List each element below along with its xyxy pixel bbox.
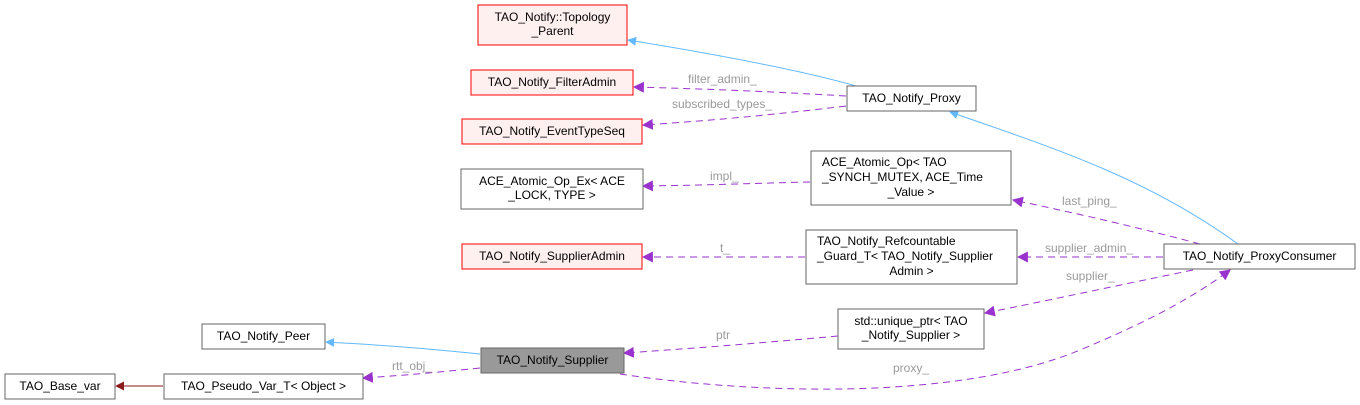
node-label: _LOCK, TYPE > bbox=[507, 188, 596, 202]
node-base-var[interactable]: TAO_Base_var bbox=[4, 373, 116, 400]
node-label: ACE_Atomic_Op< TAO bbox=[822, 155, 947, 169]
node-event-type-seq[interactable]: TAO_Notify_EventTypeSeq bbox=[461, 118, 643, 145]
edge-label-t: t_ bbox=[720, 241, 730, 255]
node-label: TAO_Notify_EventTypeSeq bbox=[479, 124, 625, 138]
edge-consumer-atomicop bbox=[1011, 196, 1201, 245]
node-label: _Value > bbox=[887, 185, 935, 199]
node-label: TAO_Pseudo_Var_T< Object > bbox=[181, 379, 346, 393]
node-label: _Parent bbox=[530, 24, 574, 38]
node-unique-ptr[interactable]: std::unique_ptr< TAO _Notify_Supplier > bbox=[837, 308, 985, 350]
node-label: TAO_Notify_FilterAdmin bbox=[488, 75, 616, 89]
edge-label-proxy: proxy_ bbox=[893, 361, 929, 375]
node-label: TAO_Base_var bbox=[19, 379, 100, 393]
node-label: TAO_Notify_SupplierAdmin bbox=[479, 249, 625, 263]
node-proxy-consumer[interactable]: TAO_Notify_ProxyConsumer bbox=[1163, 243, 1356, 270]
edge-label-supplier-admin: supplier_admin_ bbox=[1045, 241, 1133, 255]
edge-label-subscribed-types: subscribed_types_ bbox=[672, 97, 772, 111]
node-label: TAO_Notify::Topology bbox=[495, 10, 611, 24]
node-label: TAO_Notify_Proxy bbox=[862, 91, 960, 105]
node-supplier-admin[interactable]: TAO_Notify_SupplierAdmin bbox=[461, 243, 643, 270]
node-label: _SYNCH_MUTEX, ACE_Time bbox=[821, 170, 983, 184]
edge-uniqueptr-supplier bbox=[622, 335, 839, 358]
edge-proxy-eventtypeseq bbox=[641, 105, 847, 130]
node-label: TAO_Notify_Refcountable bbox=[817, 234, 956, 248]
node-supplier[interactable]: TAO_Notify_Supplier bbox=[480, 347, 625, 374]
edges: filter_admin_ subscribed_types_ impl_ la… bbox=[115, 36, 1239, 391]
edge-atomicop-atomicopex bbox=[641, 180, 811, 192]
edge-label-last-ping: last_ping_ bbox=[1062, 194, 1117, 208]
node-label: std::unique_ptr< TAO bbox=[854, 314, 967, 328]
edge-consumer-proxy bbox=[949, 110, 1239, 245]
node-label: TAO_Notify_Peer bbox=[217, 329, 310, 343]
node-label: Admin > bbox=[889, 264, 933, 278]
node-label: TAO_Notify_Supplier bbox=[497, 353, 609, 367]
node-proxy[interactable]: TAO_Notify_Proxy bbox=[846, 85, 977, 112]
node-label: _Notify_Supplier > bbox=[861, 328, 960, 342]
edge-label-rtt-obj: rtt_obj_ bbox=[392, 359, 432, 373]
edge-label-impl: impl_ bbox=[710, 169, 739, 183]
node-label: ACE_Atomic_Op_Ex< ACE bbox=[479, 174, 625, 188]
node-pseudo-var[interactable]: TAO_Pseudo_Var_T< Object > bbox=[163, 373, 364, 400]
node-label: _Guard_T< TAO_Notify_Supplier bbox=[816, 249, 993, 263]
edge-label-supplier: supplier_ bbox=[1066, 269, 1115, 283]
edge-proxy-topology bbox=[627, 36, 857, 87]
edge-label-filter-admin: filter_admin_ bbox=[688, 72, 757, 86]
edge-consumer-uniqueptr bbox=[983, 269, 1194, 317]
edge-supplier-consumer bbox=[619, 269, 1231, 390]
node-topology-parent[interactable]: TAO_Notify::Topology _Parent bbox=[477, 4, 628, 46]
node-atomic-op[interactable]: ACE_Atomic_Op< TAO _SYNCH_MUTEX, ACE_Tim… bbox=[810, 150, 1012, 206]
edge-supplier-peer bbox=[325, 337, 481, 355]
node-filter-admin[interactable]: TAO_Notify_FilterAdmin bbox=[470, 69, 634, 96]
nodes: TAO_Notify::Topology _Parent TAO_Notify_… bbox=[4, 4, 1356, 400]
edge-supplier-pseudovar bbox=[361, 367, 481, 383]
node-refcountable-guard[interactable]: TAO_Notify_Refcountable _Guard_T< TAO_No… bbox=[805, 229, 1018, 285]
node-atomic-op-ex[interactable]: ACE_Atomic_Op_Ex< ACE _LOCK, TYPE > bbox=[460, 168, 644, 210]
edge-label-ptr: ptr bbox=[716, 328, 730, 342]
node-peer[interactable]: TAO_Notify_Peer bbox=[201, 323, 326, 350]
edge-proxy-filteradmin bbox=[632, 81, 847, 97]
node-label: TAO_Notify_ProxyConsumer bbox=[1183, 249, 1337, 263]
